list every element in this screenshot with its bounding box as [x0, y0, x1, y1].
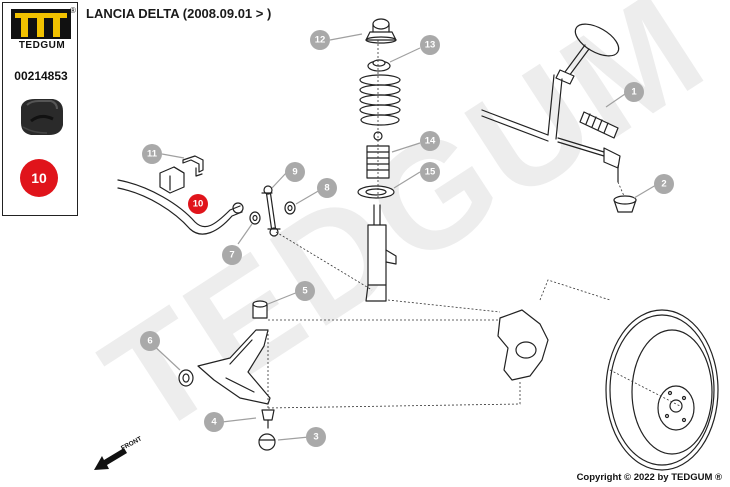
dash-8 — [617, 181, 625, 197]
shock-absorber — [365, 204, 397, 302]
callout-12: 12 — [315, 35, 326, 46]
leader-15 — [393, 171, 421, 189]
brand-name: TEDGUM — [18, 40, 66, 51]
dash-9 — [609, 369, 681, 407]
callout-circle-7 — [222, 245, 242, 265]
callout-circle-10 — [188, 194, 208, 214]
callout-8: 8 — [324, 183, 329, 194]
leader-3 — [277, 436, 310, 441]
leader-5 — [267, 291, 299, 305]
steering-column — [481, 23, 620, 142]
callout-circle-4 — [204, 412, 224, 432]
bearing-part-13 — [367, 59, 391, 72]
leader-13 — [389, 47, 421, 63]
steering-boot-part-1 — [579, 111, 619, 139]
callout-15: 15 — [425, 167, 436, 178]
leader-2 — [633, 184, 657, 199]
callout-3: 3 — [313, 432, 318, 443]
leader-4 — [221, 417, 257, 423]
wheel — [605, 309, 719, 471]
callout-circle-6 — [140, 331, 160, 351]
part-number-badge: 10 — [20, 159, 58, 197]
callout-circle-3 — [306, 427, 326, 447]
callout-4: 4 — [211, 417, 217, 428]
link-rod-part-9 — [261, 185, 281, 237]
leader-7 — [237, 223, 253, 245]
boot-part-2 — [613, 195, 637, 213]
callout-circle-12 — [310, 30, 330, 50]
coil-spring — [359, 74, 401, 126]
callout-11: 11 — [147, 149, 158, 160]
callout-circle-11 — [142, 144, 162, 164]
front-arrow-icon — [94, 448, 127, 470]
callout-circle-2 — [654, 174, 674, 194]
copyright-text: Copyright © 2022 by TEDGUM ® — [576, 472, 722, 483]
product-card: ® TEDGUM 00214853 10 — [2, 2, 78, 216]
bushing-part-6 — [178, 369, 194, 387]
callout-13: 13 — [425, 40, 436, 51]
bushing-photo-icon — [21, 99, 63, 135]
callout-5: 5 — [302, 286, 308, 297]
callout-circle-5 — [295, 281, 315, 301]
callout-1: 1 — [631, 87, 637, 98]
leader-12 — [329, 33, 363, 41]
leader-8 — [295, 189, 321, 205]
dust-boot-part-14 — [366, 131, 390, 179]
callout-circle-9 — [285, 162, 305, 182]
dash-1 — [275, 231, 373, 291]
boot-part-3 — [258, 433, 276, 451]
bushing-part-10 — [159, 166, 185, 194]
bushing-part-7 — [249, 211, 261, 225]
leader-14 — [391, 142, 421, 153]
part-code: 00214853 — [14, 69, 68, 83]
callout-9: 9 — [292, 167, 297, 178]
callout-circle-1 — [624, 82, 644, 102]
tie-rod — [557, 137, 621, 183]
callout-7: 7 — [229, 250, 234, 261]
ball-joint-part-4 — [261, 409, 275, 429]
stabilizer-bar — [117, 179, 244, 235]
callout-2: 2 — [661, 179, 666, 190]
callout-14: 14 — [425, 136, 436, 147]
spring-seat-part-15 — [357, 185, 395, 199]
tedgum-logo-icon — [11, 9, 71, 39]
callout-circle-15 — [420, 162, 440, 182]
leader-1 — [605, 93, 626, 108]
dash-7 — [539, 279, 611, 301]
control-arm — [197, 329, 271, 405]
page-title: LANCIA DELTA (2008.09.01 > ) — [86, 6, 272, 21]
callout-circle-14 — [420, 131, 440, 151]
leader-11 — [161, 153, 185, 159]
dash-3 — [267, 380, 521, 409]
top-mount-part-12 — [365, 18, 397, 44]
leader-9 — [271, 171, 288, 189]
callout-6: 6 — [147, 336, 152, 347]
callout-circle-8 — [317, 178, 337, 198]
callout-10: 10 — [193, 199, 204, 210]
bushing-part-5 — [252, 300, 268, 319]
bushing-part-8 — [284, 201, 296, 215]
callout-circle-13 — [420, 35, 440, 55]
brand-registered-mark: ® — [70, 6, 76, 15]
dash-4 — [387, 299, 501, 313]
clamp-part-11 — [182, 155, 204, 177]
steering-knuckle — [497, 309, 549, 381]
